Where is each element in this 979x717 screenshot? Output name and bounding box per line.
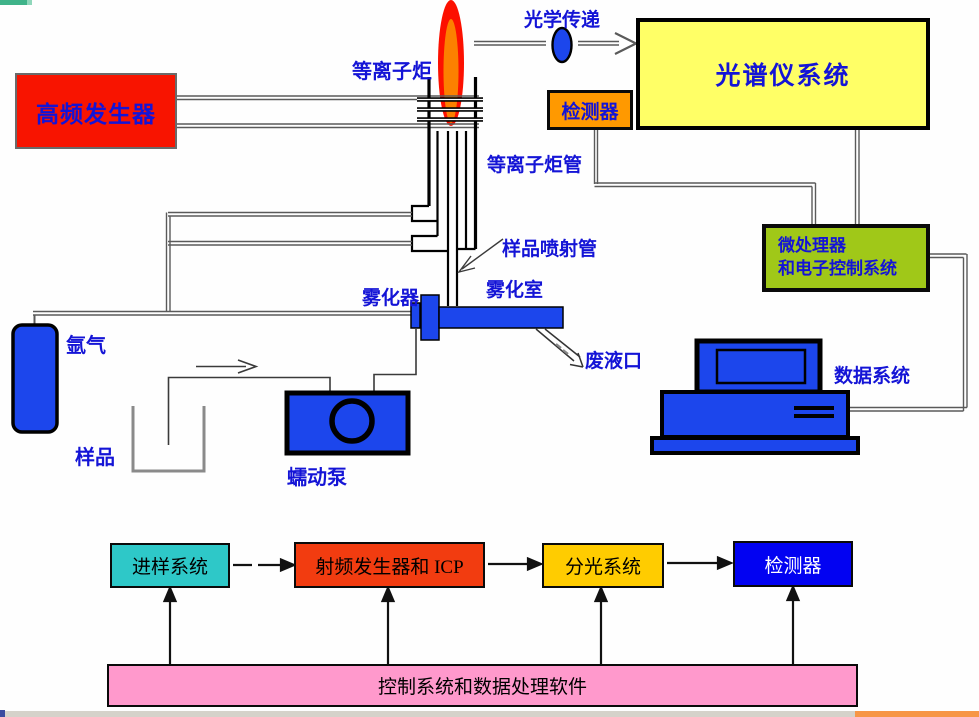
flowchart-step-sample-intro: 进样系统: [110, 543, 230, 588]
hf-generator-box: 高频发生器: [15, 73, 177, 149]
flowchart-step-rf-icp: 射频发生器和 ICP: [294, 542, 485, 588]
induction-coil-icon: [417, 77, 483, 249]
spectrometer-to-processor-wire: [854, 130, 860, 225]
flowchart-step-detector: 检测器: [733, 541, 853, 587]
microprocessor-label-line2: 和电子控制系统: [778, 259, 897, 279]
plasma-torch-label: 等离子炬: [352, 59, 432, 83]
flowchart-step-label: 进样系统: [131, 557, 208, 578]
injector-arrow-icon: [457, 238, 504, 274]
flowchart-step-label: 检测器: [764, 555, 822, 577]
flow-arrow-icon: [196, 359, 259, 374]
peristaltic-pump-icon: [284, 390, 411, 456]
waste-outlet-label: 废液口: [585, 350, 643, 372]
spray-chamber-icon: [438, 306, 564, 329]
sample-injector-tube-label: 样品喷射管: [502, 238, 598, 260]
sample-beaker-icon: [131, 406, 206, 473]
microprocessor-box: 微处理器 和电子控制系统: [762, 224, 930, 292]
detector-box: 检测器: [547, 90, 633, 130]
flowchart-step-spectral: 分光系统: [542, 543, 664, 588]
bottom-scrollbar-thumb[interactable]: [855, 711, 979, 717]
processor-to-computer-wire: [848, 253, 968, 412]
hf-generator-label: 高频发生器: [36, 102, 156, 128]
flowchart-control-label: 控制系统和数据处理软件: [377, 677, 587, 698]
data-system-label: 数据系统: [834, 365, 911, 387]
plasma-torch-tube-label: 等离子炬管: [487, 154, 583, 176]
flowchart-arrows: [162, 555, 801, 664]
lens-icon: [551, 26, 573, 64]
flowchart-step-label: 分光系统: [564, 557, 641, 578]
spectrometer-system-label: 光谱仪系统: [715, 61, 851, 90]
gas-lines: [33, 211, 412, 326]
torch-tube: [410, 131, 476, 306]
bottom-left-corner-mark: [0, 710, 5, 717]
optical-path: [474, 26, 639, 64]
nebulizer-label: 雾化器: [362, 287, 420, 309]
flowchart-step-label: 射频发生器和 ICP: [315, 556, 464, 578]
microprocessor-label-line1: 微处理器: [778, 236, 846, 257]
peristaltic-pump-label: 蠕动泵: [287, 465, 347, 489]
detector-to-processor-wire: [593, 130, 817, 225]
argon-cylinder-icon: [11, 323, 59, 434]
top-left-green-strip-light: [27, 0, 32, 5]
spray-chamber-label: 雾化室: [486, 279, 544, 301]
plasma-flame-icon: [438, 0, 464, 126]
sample-label: 样品: [75, 445, 115, 469]
flowchart-control-box: 控制系统和数据处理软件: [107, 664, 858, 707]
waste-drain-icon: [535, 328, 584, 368]
argon-gas-label: 氩气: [66, 333, 106, 357]
pump-tubing: [167, 329, 417, 445]
optical-transfer-label: 光学传递: [524, 9, 601, 31]
bottom-scrollbar[interactable]: [0, 711, 979, 717]
computer-icon: [650, 338, 860, 455]
spectrometer-system-box: 光谱仪系统: [636, 18, 930, 130]
top-left-green-strip: [0, 0, 27, 5]
detector-label: 检测器: [561, 100, 619, 123]
